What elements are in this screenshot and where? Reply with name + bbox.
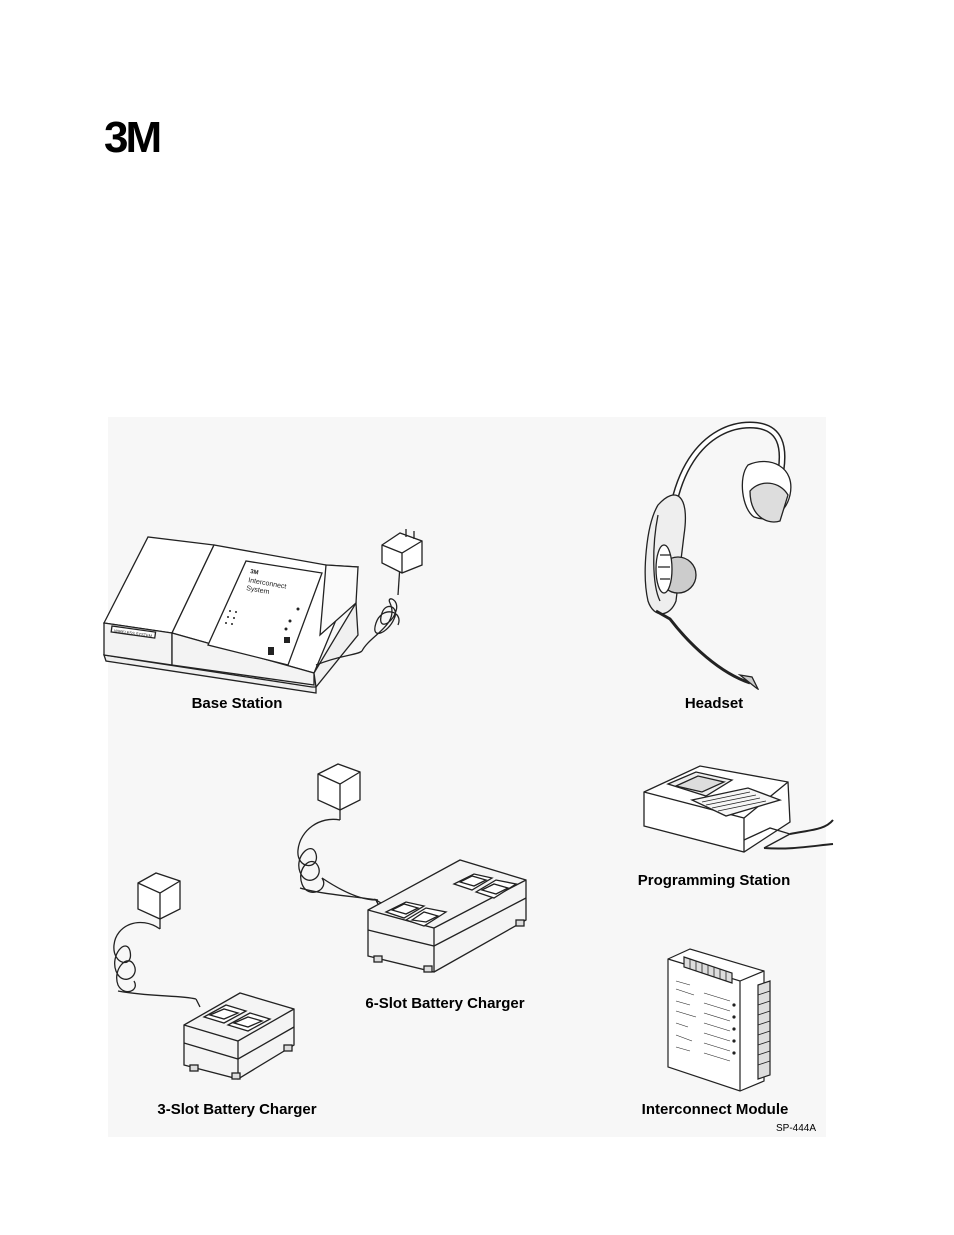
panel-brand: 3M bbox=[250, 569, 259, 576]
six-slot-charger-caption: 6-Slot Battery Charger bbox=[365, 995, 525, 1012]
headset-caption: Headset bbox=[684, 695, 744, 712]
six-slot-charger-illustration bbox=[297, 763, 527, 973]
interconnect-module-caption: Interconnect Module bbox=[641, 1101, 789, 1118]
headset-illustration bbox=[644, 421, 792, 690]
3m-logo-text: 3M bbox=[104, 114, 159, 156]
programming-station-illustration bbox=[643, 765, 834, 853]
base-station-illustration: WIRELESS SYSTEM 3M Interconnect System bbox=[103, 529, 423, 694]
3m-logo: 3M bbox=[104, 114, 178, 156]
document-code: SP-444A bbox=[776, 1123, 817, 1134]
three-slot-charger-caption: 3-Slot Battery Charger bbox=[157, 1101, 317, 1118]
base-station-caption: Base Station bbox=[191, 695, 283, 712]
three-slot-charger-illustration bbox=[113, 872, 295, 1080]
front-label: WIRELESS SYSTEM bbox=[114, 628, 153, 638]
programming-station-caption: Programming Station bbox=[637, 872, 791, 889]
panel-title-line2: System bbox=[246, 585, 270, 596]
interconnect-module-illustration bbox=[667, 948, 771, 1092]
